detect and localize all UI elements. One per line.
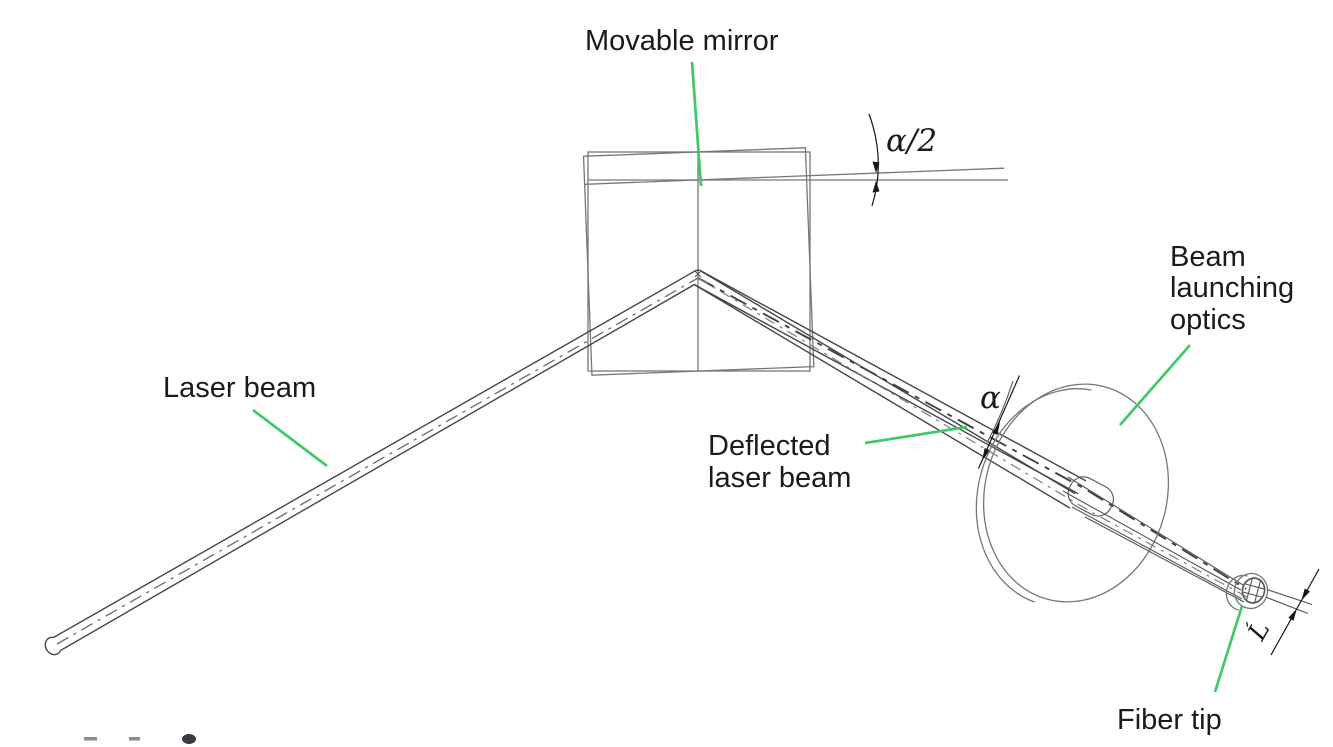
reflected-centerline-a — [697, 277, 1247, 590]
leader-deflected-beam — [864, 425, 968, 445]
fiber-core-grid — [1242, 578, 1265, 603]
leader-movable-mirror — [690, 61, 703, 187]
leader-beam-launching-optics — [1118, 344, 1192, 426]
dimension-arrow-bottom — [1288, 608, 1297, 621]
labels: Movable mirror Laser beam Deflected lase… — [163, 25, 1294, 736]
deflected-beam-lower-edge — [693, 283, 1071, 509]
label-focal-offset: Ĺ — [1242, 616, 1276, 646]
beam-end-cap — [44, 636, 62, 656]
label-optics-line1: Beam — [1170, 241, 1246, 273]
mirror-position-reference — [587, 151, 1008, 372]
label-optics-line2: launching — [1170, 272, 1294, 304]
leader-lines — [252, 61, 1244, 693]
alpha-half-arrow-bottom — [872, 181, 880, 193]
fiber-tip-face — [1241, 577, 1266, 604]
lens-assembly — [975, 383, 1245, 603]
cropped-caption-marks — [84, 734, 196, 744]
lens-back-rim — [975, 388, 1092, 603]
deflected-beams — [693, 270, 1248, 598]
mirror-position-tilted — [582, 147, 1005, 376]
leader-fiber-tip — [1213, 605, 1244, 693]
label-deflected-line1: Deflected — [708, 430, 831, 462]
mirror-body-outline — [587, 151, 811, 372]
focusing-cone — [1062, 476, 1245, 603]
label-deflected-line2: laser beam — [708, 462, 851, 494]
mirror-assembly — [582, 147, 1008, 376]
dimension-arrow-top — [1301, 588, 1310, 601]
fiber-tip-back-rim — [1225, 574, 1248, 611]
alpha-half-arc — [868, 113, 879, 207]
lens-front-face — [982, 383, 1170, 603]
alpha-arrow-top — [992, 422, 1000, 435]
mirror-body-outline-tilted — [582, 147, 815, 376]
label-alpha: α — [980, 380, 1001, 416]
axis-extension-line-2 — [1265, 596, 1309, 615]
laser-beam — [44, 269, 1087, 656]
fiber-tip-outer — [1233, 572, 1269, 610]
alpha-half-arrow-top — [872, 161, 880, 173]
label-optics-line3: optics — [1170, 304, 1246, 336]
label-laser-beam: Laser beam — [163, 372, 316, 404]
beam-upper-edge — [53, 269, 1087, 639]
beam-lower-edge — [60, 283, 1079, 652]
fiber-tip-assembly — [1225, 572, 1269, 611]
angle-annotation-alpha-half: α/2 — [868, 113, 937, 207]
alpha-arc — [987, 380, 1014, 442]
label-alpha-half: α/2 — [886, 123, 937, 159]
leader-laser-beam — [252, 408, 328, 468]
reflection-point-mark — [694, 270, 702, 278]
reflected-centerline-b — [697, 277, 1248, 598]
mirror-plate-line-tilted — [584, 167, 1005, 185]
label-fiber-tip: Fiber tip — [1117, 704, 1222, 736]
lens-beam-waist — [1067, 476, 1114, 517]
offset-dimension: Ĺ — [1242, 568, 1320, 656]
beam-centerline-incoming — [56, 277, 699, 645]
label-movable-mirror: Movable mirror — [585, 25, 779, 57]
alpha-arrow-bottom — [982, 448, 990, 461]
deflected-beam-upper-edge — [701, 270, 1076, 495]
axis-extension-line-1 — [1266, 588, 1313, 606]
angle-annotation-alpha: α — [977, 375, 1021, 469]
